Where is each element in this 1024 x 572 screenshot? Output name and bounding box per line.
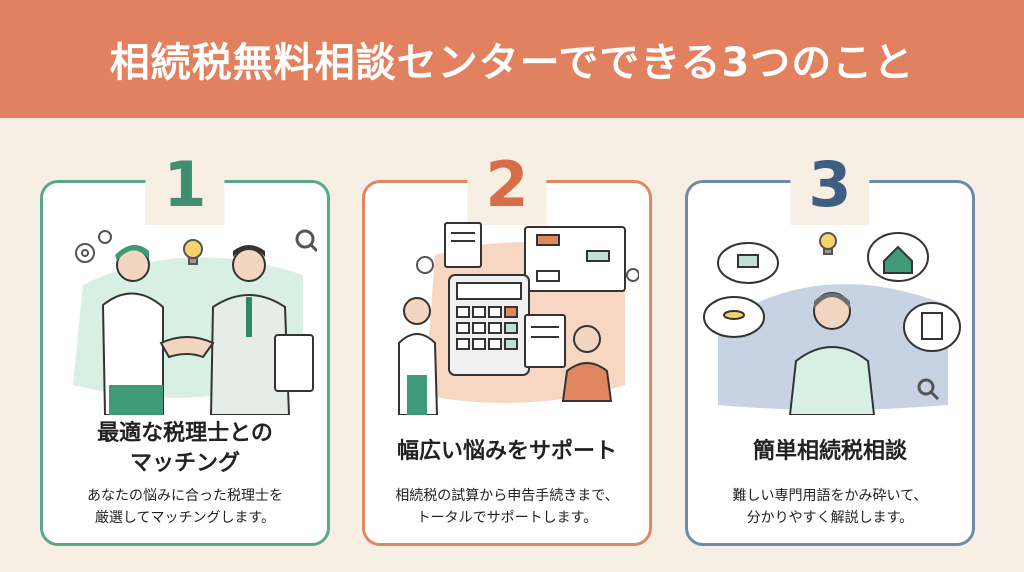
card-desc-line: 厳選してマッチングします。 xyxy=(94,510,276,526)
man-figure xyxy=(561,325,613,402)
page-title: 相続税無料相談センターでできる3つのこと xyxy=(109,40,915,86)
card-title: 幅広い悩みをサポート xyxy=(365,437,649,467)
card-description: 難しい専門用語をかみ砕いて、 分かりやすく解説します。 xyxy=(696,485,964,529)
house-icon xyxy=(867,232,929,282)
card-desc-line: 分かりやすく解説します。 xyxy=(746,510,914,526)
gear-icon xyxy=(416,256,639,282)
woman-figure xyxy=(788,292,876,415)
card-matching: 1 最適な税理士との xyxy=(40,145,330,546)
card-description: 相続税の試算から申告手続きまで、 トータルでサポートします。 xyxy=(373,485,641,529)
magnifier-icon xyxy=(295,229,317,253)
card-consultation: 3 簡単相続税相談 難しい専門用語をかみ砕 xyxy=(685,145,975,546)
card-number: 3 xyxy=(790,145,870,225)
card-title: 簡単相続税相談 xyxy=(688,437,972,467)
coins-icon xyxy=(703,242,779,338)
lightbulb-icon xyxy=(183,239,203,265)
lightbulb-icon xyxy=(819,232,837,255)
card-number: 2 xyxy=(467,145,547,225)
document-icon xyxy=(524,314,566,368)
card-title-line: マッチング xyxy=(129,451,240,476)
magnifier-icon xyxy=(917,378,940,401)
card-desc-line: 難しい専門用語をかみ砕いて、 xyxy=(732,488,928,504)
card-support: 2 xyxy=(362,145,652,546)
card-desc-line: あなたの悩みに合った税理士を xyxy=(87,488,283,504)
card-desc-line: トータルでサポートします。 xyxy=(416,510,598,526)
support-illustration xyxy=(398,222,639,415)
card-title-line: 簡単相続税相談 xyxy=(752,439,907,464)
card-title-line: 最適な税理士との xyxy=(97,421,273,446)
consultation-illustration xyxy=(703,232,961,415)
document-icon xyxy=(903,302,961,352)
matching-illustration xyxy=(73,229,317,415)
flowchart-icon xyxy=(524,226,626,292)
woman-figure xyxy=(398,297,439,415)
card-title-line: 幅広い悩みをサポート xyxy=(396,439,617,464)
handshake-icon xyxy=(159,336,215,359)
document-icon xyxy=(274,334,314,392)
woman-figure xyxy=(101,244,164,415)
document-icon xyxy=(444,222,482,268)
header-banner: 相続税無料相談センターでできる3つのこと xyxy=(0,0,1024,118)
gear-icon xyxy=(75,230,112,263)
card-description: あなたの悩みに合った税理士を 厳選してマッチングします。 xyxy=(51,485,319,529)
card-number: 1 xyxy=(145,145,225,225)
card-desc-line: 相続税の試算から申告手続きまで、 xyxy=(395,488,619,504)
card-title: 最適な税理士との マッチング xyxy=(43,419,327,479)
calculator-icon xyxy=(448,274,530,376)
